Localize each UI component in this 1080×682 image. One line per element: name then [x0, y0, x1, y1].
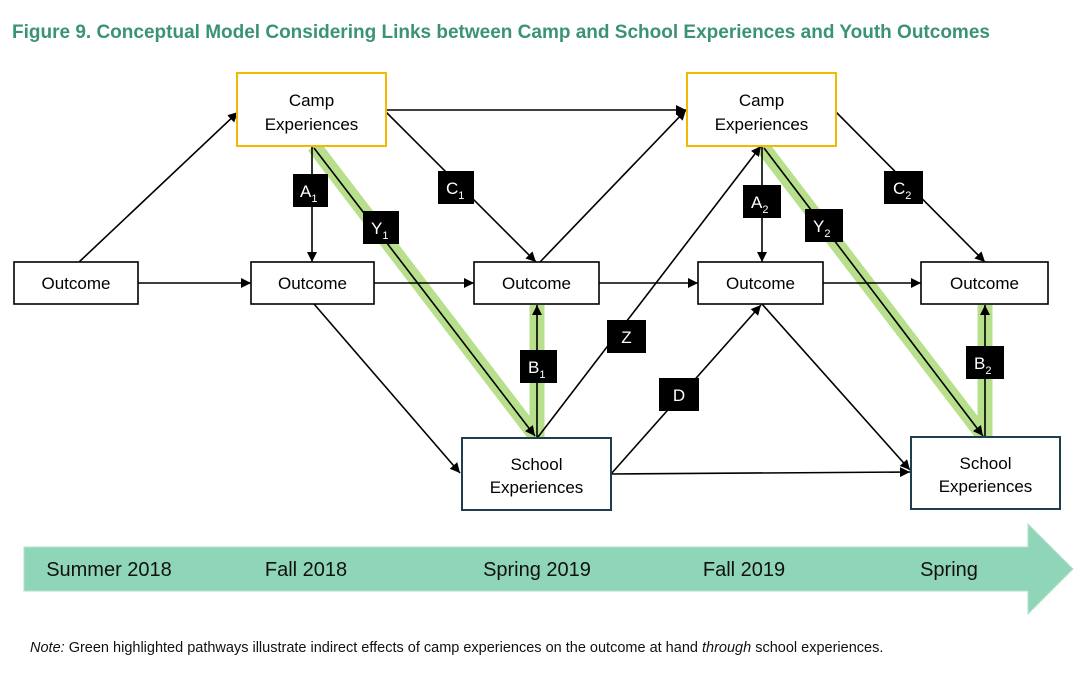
timeline-label-fall-2019: Fall 2019 [703, 559, 785, 581]
timeline-label-spring: Spring [920, 559, 978, 581]
label-b1-sub: 1 [539, 369, 545, 381]
arrow-outcome2-to-camp2 [539, 109, 687, 263]
timeline-label-summer-2018: Summer 2018 [46, 559, 172, 581]
timeline-arrow [23, 522, 1074, 616]
label-c1: C1 [438, 171, 474, 204]
label-a2: A2 [743, 185, 781, 218]
figure-title: Figure 9. Conceptual Model Considering L… [12, 22, 990, 43]
label-y2-sub: 2 [824, 228, 830, 240]
label-b2-sub: 2 [985, 365, 991, 377]
label-d-main: D [673, 386, 685, 405]
camp2-line2: Experiences [715, 115, 809, 134]
outcome1-label: Outcome [278, 274, 347, 293]
label-b2: B2 [966, 346, 1004, 379]
svg-text:C2: C2 [893, 179, 911, 202]
label-z: Z [607, 320, 646, 353]
camp1-line1: Camp [289, 91, 334, 110]
label-y2: Y2 [805, 209, 843, 242]
label-b1-main: B [528, 358, 539, 377]
label-d: D [659, 378, 699, 411]
arrow-school1-to-school2 [610, 467, 911, 478]
note-text-2: school experiences. [751, 640, 884, 656]
label-y1: Y1 [363, 211, 399, 244]
note-emphasis: through [701, 640, 752, 656]
label-y2-main: Y [813, 217, 824, 236]
label-c2-sub: 2 [905, 190, 911, 202]
svg-text:Y1: Y1 [371, 219, 388, 242]
arrow-y2 [763, 147, 984, 437]
school1-line1: School [511, 455, 563, 474]
label-c2: C2 [884, 171, 923, 204]
svg-text:B1: B1 [528, 358, 545, 381]
timeline: Summer 2018 Fall 2018 Spring 2019 Fall 2… [23, 522, 1074, 616]
note-prefix: Note: [30, 640, 65, 656]
school2-line1: School [960, 454, 1012, 473]
camp-experiences-box-1: Camp Experiences [236, 72, 387, 147]
timeline-label-spring-2019: Spring 2019 [483, 559, 591, 581]
label-a1-main: A [300, 182, 312, 201]
svg-text:A1: A1 [300, 182, 317, 205]
arrow-z [537, 145, 762, 438]
svg-text:B2: B2 [974, 354, 991, 377]
school2-line2: Experiences [939, 477, 1033, 496]
label-c1-sub: 1 [458, 190, 464, 202]
outcome-box-3: Outcome [697, 261, 824, 305]
svg-text:Y2: Y2 [813, 217, 830, 240]
outcome-box-1: Outcome [250, 261, 375, 305]
camp2-line1: Camp [739, 91, 784, 110]
arrow-y1 [313, 147, 536, 437]
label-a1-sub: 1 [311, 193, 317, 205]
label-b2-main: B [974, 354, 985, 373]
arrow-outcome3-to-school2 [761, 303, 911, 471]
camp-experiences-box-2: Camp Experiences [686, 72, 837, 147]
arrow-outcome1-to-school1 [313, 303, 461, 474]
outcome0-label: Outcome [42, 274, 111, 293]
label-y1-main: Y [371, 219, 382, 238]
label-b1: B1 [520, 350, 557, 383]
school-experiences-box-1: School Experiences [461, 437, 612, 511]
label-z-main: Z [621, 328, 631, 347]
outcome-box-4: Outcome [920, 261, 1049, 305]
label-c1-main: C [446, 179, 458, 198]
label-a2-main: A [751, 193, 763, 212]
svg-text:A2: A2 [751, 193, 768, 216]
outcome-box-0: Outcome [13, 261, 139, 305]
school1-line2: Experiences [490, 478, 584, 497]
outcome-box-2: Outcome [473, 261, 600, 305]
svg-text:C1: C1 [446, 179, 464, 202]
figure-note: Note: Green highlighted pathways illustr… [30, 640, 883, 656]
label-a2-sub: 2 [762, 204, 768, 216]
label-c2-main: C [893, 179, 905, 198]
school-experiences-box-2: School Experiences [910, 436, 1061, 510]
arrow-outcome0-to-camp1 [77, 111, 239, 264]
note-text-1: Green highlighted pathways illustrate in… [64, 640, 702, 656]
timeline-label-fall-2018: Fall 2018 [265, 559, 347, 581]
label-a1: A1 [293, 174, 328, 207]
outcome2-label: Outcome [502, 274, 571, 293]
label-y1-sub: 1 [382, 230, 388, 242]
outcome3-label: Outcome [726, 274, 795, 293]
outcome4-label: Outcome [950, 274, 1019, 293]
camp1-line2: Experiences [265, 115, 359, 134]
